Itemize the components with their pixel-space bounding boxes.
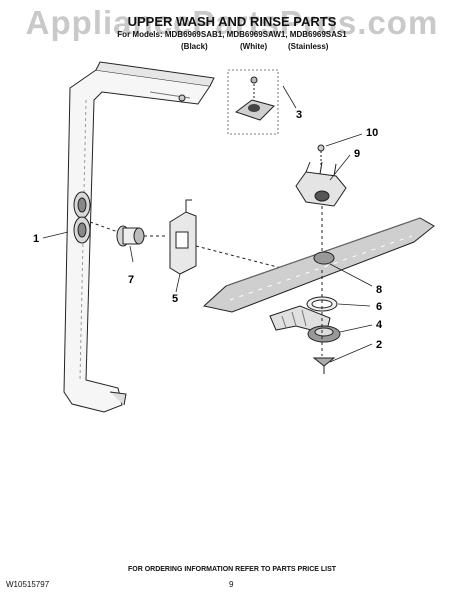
callout-1: 1 (33, 233, 39, 245)
page-number: 9 (229, 580, 234, 589)
part-2-cap (312, 270, 336, 374)
part-6-ring (306, 296, 338, 312)
callout-2: 2 (376, 339, 382, 351)
page-title: UPPER WASH AND RINSE PARTS (127, 14, 337, 29)
part-3-nozzle-box (227, 69, 279, 135)
callout-5: 5 (172, 293, 178, 305)
callout-10: 10 (366, 127, 378, 139)
callout-9: 9 (354, 148, 360, 160)
callout-4: 4 (376, 319, 383, 331)
finish-white: (White) (240, 42, 268, 51)
callout-8: 8 (376, 284, 382, 296)
part-5-bracket (169, 199, 313, 277)
callout-3: 3 (296, 109, 302, 121)
finish-black: (Black) (181, 42, 208, 51)
part-10-screw (317, 144, 325, 170)
watermark: AppliancePartsPros.com (25, 4, 439, 41)
part-7-connector (89, 221, 168, 247)
callout-7: 7 (128, 274, 134, 286)
part-8-spray-arm (202, 217, 435, 313)
ordering-note: FOR ORDERING INFORMATION REFER TO PARTS … (127, 566, 337, 573)
callout-6: 6 (376, 301, 382, 313)
leader-lines (42, 85, 373, 363)
part-1-supply-tube (63, 61, 215, 413)
part-9-arm-mount (295, 161, 347, 254)
document-number: W10515797 (6, 580, 50, 589)
part-4-bearing (307, 325, 341, 343)
finish-stainless: (Stainless) (288, 42, 329, 51)
model-list: For Models: MDB6969SAB1, MDB6969SAW1, MD… (117, 30, 347, 39)
